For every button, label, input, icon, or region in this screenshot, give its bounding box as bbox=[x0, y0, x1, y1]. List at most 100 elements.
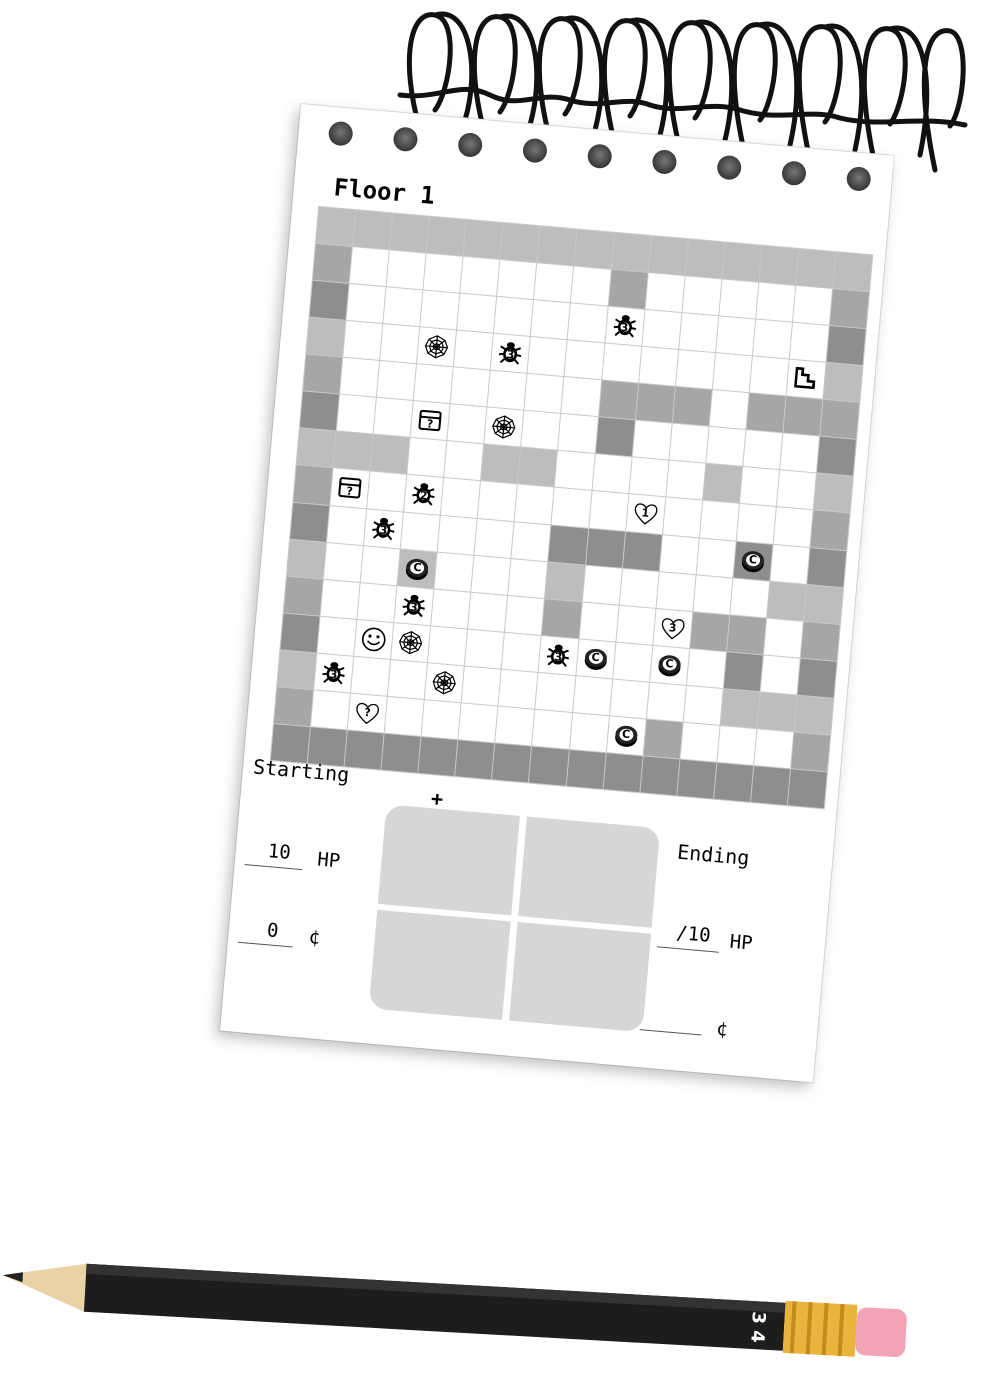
floor-cell[interactable] bbox=[343, 321, 383, 361]
floor-cell[interactable] bbox=[659, 534, 699, 574]
floor-cell[interactable] bbox=[719, 279, 759, 319]
floor-cell[interactable] bbox=[776, 470, 816, 510]
floor-cell[interactable] bbox=[730, 578, 770, 618]
floor-cell[interactable] bbox=[683, 685, 723, 725]
end-hp-value[interactable]: /10 bbox=[675, 921, 712, 947]
floor-cell[interactable] bbox=[755, 282, 796, 322]
floor-cell[interactable]: 3 bbox=[394, 585, 434, 626]
floor-cell[interactable] bbox=[736, 504, 776, 544]
floor-cell[interactable] bbox=[465, 629, 505, 669]
floor-cell[interactable] bbox=[388, 659, 428, 699]
floor-cell[interactable] bbox=[601, 343, 641, 383]
floor-cell[interactable] bbox=[423, 253, 463, 293]
floor-cell[interactable] bbox=[401, 512, 441, 552]
floor-cell[interactable] bbox=[461, 666, 502, 706]
floor-cell[interactable]: ? bbox=[410, 401, 450, 441]
floor-cell[interactable] bbox=[712, 353, 752, 393]
floor-cell[interactable] bbox=[407, 438, 447, 478]
floor-cell[interactable] bbox=[632, 420, 672, 460]
floor-cell[interactable] bbox=[619, 568, 659, 608]
floor-cell[interactable] bbox=[468, 592, 508, 632]
floor-cell[interactable]: 1 bbox=[625, 494, 665, 534]
plus-box-bottom[interactable] bbox=[368, 909, 511, 1021]
floor-cell[interactable] bbox=[458, 703, 498, 743]
floor-cell[interactable] bbox=[384, 696, 424, 736]
floor-cell[interactable]: 3 bbox=[314, 653, 354, 693]
floor-cell[interactable] bbox=[646, 682, 686, 722]
floor-cell[interactable] bbox=[441, 478, 481, 518]
floor-cell[interactable] bbox=[792, 285, 832, 326]
floor-cell[interactable] bbox=[502, 632, 542, 672]
floor-cell[interactable] bbox=[454, 330, 494, 370]
floor-cell[interactable] bbox=[425, 663, 465, 703]
floor-cell[interactable] bbox=[484, 407, 524, 447]
floor-cell[interactable] bbox=[498, 669, 538, 709]
floor-cell[interactable] bbox=[789, 322, 829, 362]
floor-cell[interactable] bbox=[616, 605, 656, 645]
floor-cell[interactable] bbox=[579, 602, 619, 642]
floor-cell[interactable]: 2 bbox=[404, 475, 444, 515]
floor-cell[interactable] bbox=[487, 370, 527, 410]
floor-cell[interactable] bbox=[555, 451, 595, 491]
floor-cell[interactable] bbox=[535, 672, 575, 712]
floor-cell[interactable] bbox=[680, 722, 720, 762]
floor-cell[interactable] bbox=[641, 309, 682, 350]
floor-cell[interactable] bbox=[752, 319, 792, 359]
floor-cell[interactable] bbox=[340, 357, 380, 398]
floor-cell[interactable] bbox=[373, 398, 413, 438]
floor-cell[interactable] bbox=[386, 250, 426, 290]
floor-cell[interactable] bbox=[434, 552, 474, 592]
floor-cell[interactable] bbox=[572, 675, 612, 716]
floor-cell[interactable] bbox=[773, 507, 813, 547]
floor-cell[interactable]: 3 bbox=[491, 333, 531, 374]
floor-cell[interactable] bbox=[531, 300, 571, 340]
floor-cell[interactable] bbox=[311, 690, 351, 730]
minus-box-bottom[interactable] bbox=[509, 922, 652, 1033]
floor-cell[interactable] bbox=[495, 706, 535, 746]
floor-cell[interactable] bbox=[786, 359, 826, 399]
floor-cell[interactable]: C bbox=[649, 645, 689, 685]
floor-cell[interactable] bbox=[421, 699, 461, 740]
floor-cell[interactable] bbox=[346, 284, 386, 324]
floor-cell[interactable] bbox=[380, 324, 420, 364]
floor-cell[interactable] bbox=[474, 518, 514, 558]
floor-cell[interactable] bbox=[638, 346, 678, 386]
floor-cell[interactable] bbox=[686, 648, 726, 688]
plus-box-top[interactable] bbox=[377, 804, 520, 916]
floor-cell[interactable] bbox=[693, 574, 733, 614]
floor-cell[interactable] bbox=[699, 501, 739, 541]
floor-cell[interactable] bbox=[568, 303, 608, 343]
floor-cell[interactable] bbox=[447, 404, 487, 444]
floor-cell[interactable] bbox=[508, 558, 548, 598]
floor-cell[interactable] bbox=[612, 642, 652, 682]
floor-cell[interactable] bbox=[317, 616, 357, 656]
floor-cell[interactable] bbox=[349, 247, 389, 287]
floor-cell[interactable] bbox=[367, 471, 407, 512]
floor-cell[interactable] bbox=[360, 545, 400, 585]
floor-cell[interactable] bbox=[665, 460, 706, 500]
floor-cell[interactable] bbox=[377, 361, 417, 401]
floor-cell[interactable] bbox=[779, 433, 820, 473]
floor-cell[interactable] bbox=[715, 316, 755, 356]
floor-cell[interactable] bbox=[323, 542, 363, 582]
floor-cell[interactable] bbox=[754, 729, 794, 769]
floor-cell[interactable]: ? bbox=[330, 468, 370, 508]
floor-cell[interactable] bbox=[675, 350, 715, 390]
floor-cell[interactable] bbox=[569, 712, 609, 752]
floor-cell[interactable] bbox=[709, 390, 749, 430]
floor-cell[interactable] bbox=[351, 656, 391, 696]
floor-cell[interactable] bbox=[571, 266, 611, 306]
floor-cell[interactable] bbox=[413, 364, 454, 404]
floor-cell[interactable] bbox=[527, 337, 568, 377]
floor-cell[interactable]: C bbox=[606, 716, 646, 756]
floor-cell[interactable] bbox=[497, 260, 537, 300]
floor-cell[interactable] bbox=[770, 544, 810, 584]
floor-cell[interactable] bbox=[431, 589, 471, 629]
floor-cell[interactable] bbox=[678, 313, 718, 353]
floor-cell[interactable] bbox=[760, 655, 800, 695]
floor-cell[interactable] bbox=[582, 565, 622, 605]
floor-cell[interactable] bbox=[706, 427, 746, 467]
floor-cell[interactable] bbox=[444, 441, 484, 481]
minus-box-top[interactable] bbox=[518, 816, 661, 928]
floor-cell[interactable] bbox=[357, 582, 397, 622]
